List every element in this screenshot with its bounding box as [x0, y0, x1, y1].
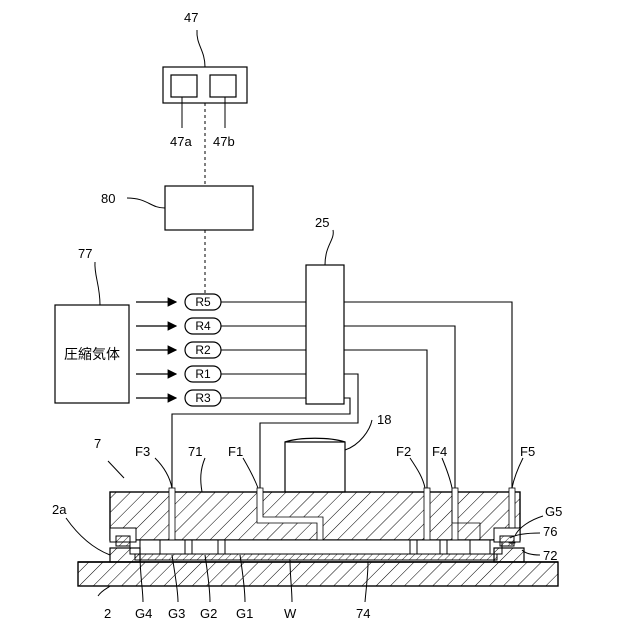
label-G1: G1 — [236, 606, 253, 621]
label-18: 18 — [377, 412, 391, 427]
block-47b — [210, 75, 236, 97]
unit-80: 80 — [101, 186, 253, 230]
label-77: 77 — [78, 246, 92, 261]
regulator-label-r5: R5 — [195, 295, 211, 309]
top-ring-body-71 — [110, 488, 520, 545]
label-47: 47 — [184, 10, 198, 25]
label-7: 7 — [94, 436, 101, 451]
label-G5: G5 — [545, 504, 562, 519]
regulator-label-r2: R2 — [195, 343, 211, 357]
label-47a: 47a — [170, 134, 192, 149]
label-F4: F4 — [432, 444, 447, 459]
label-2a: 2a — [52, 502, 67, 517]
shaft-18: 18 — [285, 412, 391, 492]
label-2: 2 — [104, 606, 111, 621]
compressed-gas-text: 圧縮気体 — [64, 347, 120, 363]
label-G4: G4 — [135, 606, 152, 621]
rotary-joint-25: 25 — [306, 215, 344, 404]
label-F3: F3 — [135, 444, 150, 459]
label-25: 25 — [315, 215, 329, 230]
label-71: 71 — [188, 444, 202, 459]
label-76: 76 — [543, 524, 557, 539]
pressure-regulators: R5R4R2R1R3 — [136, 294, 221, 406]
label-80: 80 — [101, 191, 115, 206]
polishing-table-2 — [78, 562, 558, 586]
label-74: 74 — [356, 606, 370, 621]
wafer-w — [135, 554, 497, 560]
label-G2: G2 — [200, 606, 217, 621]
compressed-gas-source-77: 圧縮気体 77 — [55, 246, 129, 403]
label-F5: F5 — [520, 444, 535, 459]
label-F1: F1 — [228, 444, 243, 459]
block-47a — [171, 75, 197, 97]
membrane-chambers — [130, 540, 502, 554]
label-47b: 47b — [213, 134, 235, 149]
regulator-label-r4: R4 — [195, 319, 211, 333]
label-W: W — [284, 606, 297, 621]
regulator-label-r3: R3 — [195, 391, 211, 405]
label-G3: G3 — [168, 606, 185, 621]
label-F2: F2 — [396, 444, 411, 459]
label-72: 72 — [543, 548, 557, 563]
regulator-label-r1: R1 — [195, 367, 211, 381]
